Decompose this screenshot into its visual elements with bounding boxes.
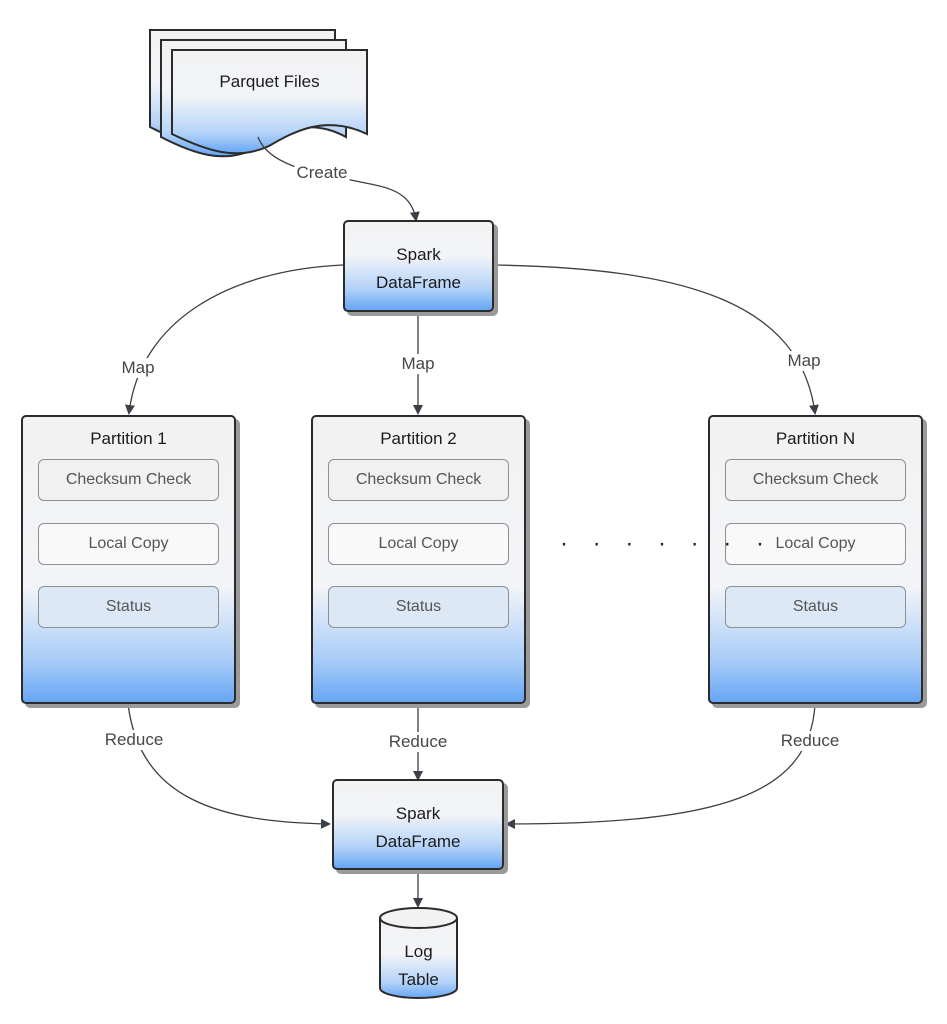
local-copy-step: Local Copy [725,523,906,565]
checksum-check-step: Checksum Check [725,459,906,501]
parquet-files-label: Parquet Files [219,72,320,91]
log-table-line1: Log [404,942,433,961]
status-step: Status [328,586,509,628]
dataframe-bottom-line1: Spark [395,804,441,823]
edge-label-reduce-mid: Reduce [386,732,450,752]
partition-title: Partition 2 [380,429,457,448]
edge-reduce-left [127,703,331,829]
local-copy-step: Local Copy [328,523,509,565]
spark-dataframe-bottom: Spark DataFrame [332,779,504,870]
edge-label-reduce-right: Reduce [778,731,842,751]
partition-title: Partition 1 [90,429,167,448]
checksum-check-step: Checksum Check [38,459,219,501]
partition-title: Partition N [775,429,856,448]
dataframe-top-line1: Spark [396,245,441,264]
edge-create [257,136,420,222]
dataframe-top-line2: DataFrame [375,273,462,292]
log-table-line2: Table [398,970,439,989]
status-step: Status [38,586,219,628]
edge-map-left [124,264,344,415]
edge-reduce-right [505,703,816,829]
dataframe-bottom-line2: DataFrame [375,832,461,851]
spark-dataframe-top: Spark DataFrame [343,220,494,312]
parquet-files-shape [149,29,368,158]
local-copy-step: Local Copy [38,523,219,565]
more-partitions-ellipsis: · · · · · · · [560,530,773,557]
partition-2: Partition 2 Checksum Check Local Copy St… [311,415,526,704]
edge-label-create: Create [294,163,350,183]
edge-label-map-right: Map [785,351,823,371]
edge-label-map-left: Map [119,358,157,378]
log-table-shape [379,907,458,999]
edge-map-right [492,264,819,415]
partition-n: Partition N Checksum Check Local Copy St… [708,415,923,704]
partition-1: Partition 1 Checksum Check Local Copy St… [21,415,236,704]
status-step: Status [725,586,906,628]
edge-label-map-mid: Map [399,354,437,374]
checksum-check-step: Checksum Check [328,459,509,501]
edge-label-reduce-left: Reduce [102,730,166,750]
